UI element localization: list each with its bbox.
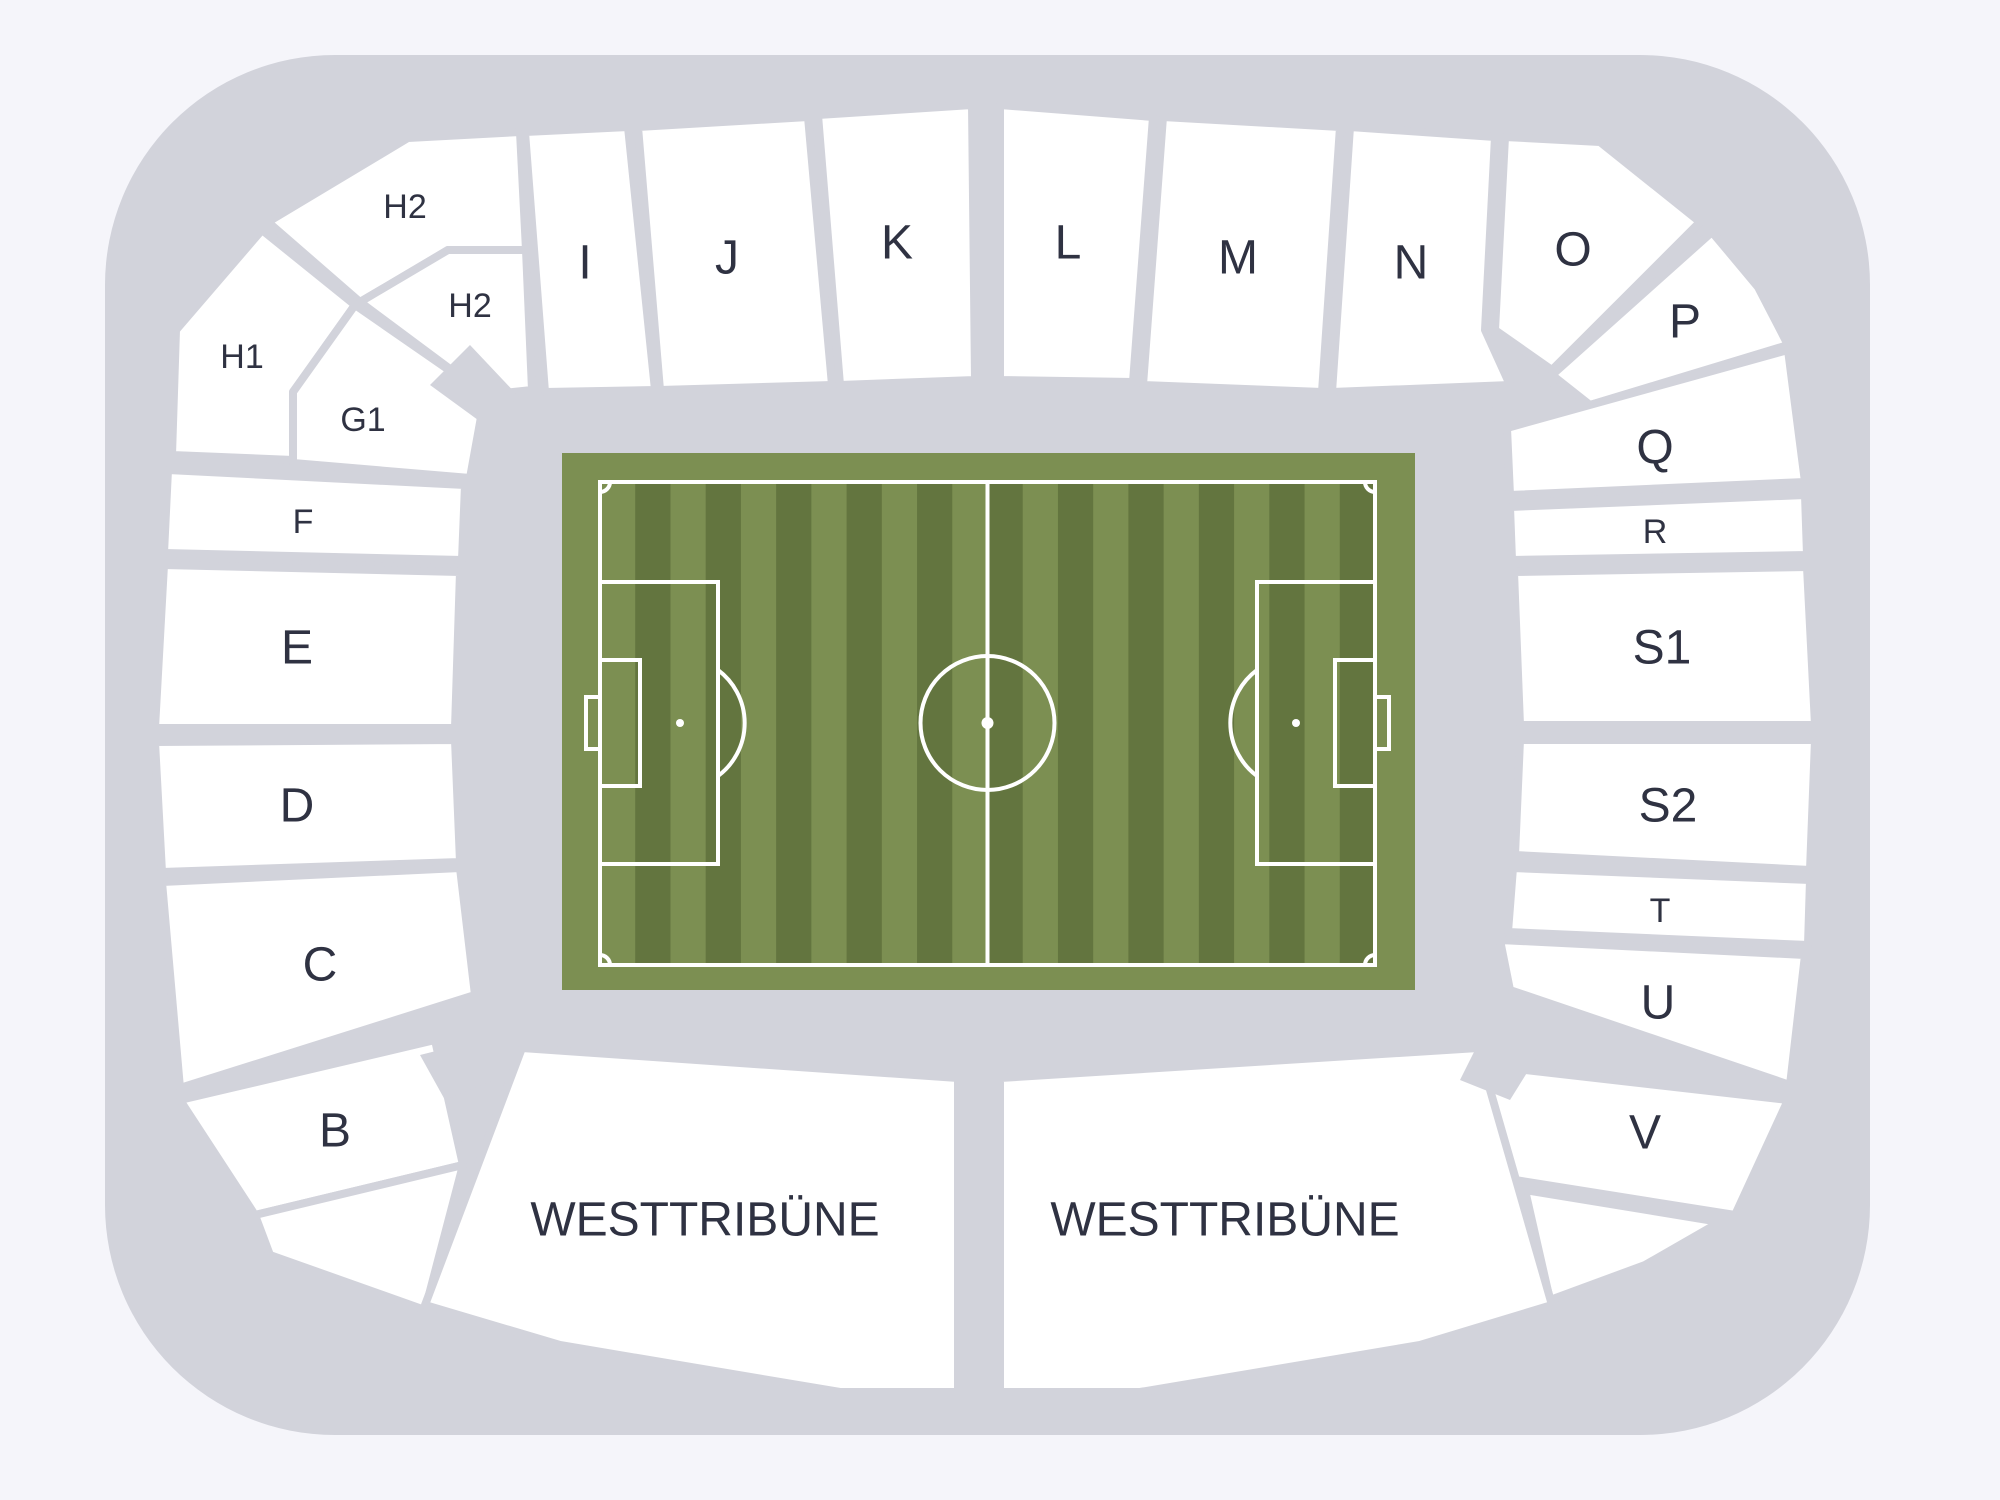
seat-section-s1[interactable]: S1: [1510, 563, 1819, 729]
section-shape[interactable]: [151, 561, 464, 732]
tunnel-opening: [958, 1070, 1000, 1100]
seat-section-e[interactable]: E: [151, 561, 464, 732]
corner-arc: [1363, 481, 1376, 494]
penalty-spot-right: [1292, 719, 1300, 727]
goal-left: [584, 695, 602, 751]
section-label: H2: [383, 188, 426, 226]
seat-section-c[interactable]: C: [158, 864, 479, 1092]
section-label: Q: [1636, 422, 1673, 475]
section-label: F: [293, 503, 314, 541]
section-shape[interactable]: [251, 1161, 467, 1314]
section-label: N: [1394, 237, 1429, 290]
section-label: J: [715, 232, 739, 285]
seat-section-l[interactable]: L: [996, 101, 1157, 386]
section-label: T: [1650, 892, 1671, 930]
seat-section-d[interactable]: D: [151, 736, 464, 876]
goal-right: [1373, 695, 1391, 751]
seat-section-t[interactable]: T: [1504, 864, 1814, 949]
section-shape[interactable]: [1503, 346, 1809, 499]
tunnel-opening: [430, 345, 520, 420]
seat-section-n[interactable]: N: [1328, 123, 1514, 396]
pitch-stripe: [1128, 482, 1164, 965]
section-shape[interactable]: [1511, 736, 1819, 874]
section-label: U: [1641, 977, 1676, 1030]
seat-section-o[interactable]: O: [1491, 133, 1704, 374]
section-shape[interactable]: [814, 101, 979, 389]
section-shape[interactable]: [1496, 936, 1809, 1089]
section-label: K: [881, 217, 913, 270]
center-spot: [981, 717, 994, 729]
section-shape[interactable]: [158, 864, 479, 1092]
pitch-stripe: [917, 482, 953, 965]
section-shape[interactable]: [1510, 563, 1819, 729]
section-label: C: [303, 939, 338, 992]
corner-arc: [1363, 953, 1376, 966]
penalty-arc-right: [1228, 668, 1259, 778]
section-label: G1: [340, 401, 385, 439]
seat-section-u[interactable]: U: [1496, 936, 1809, 1089]
pitch-stripe: [1339, 482, 1375, 965]
pitch-stripe: [846, 482, 882, 965]
section-shape[interactable]: [1506, 491, 1811, 564]
section-label: O: [1554, 224, 1591, 277]
section-shape[interactable]: [1139, 113, 1344, 396]
seat-section-r[interactable]: R: [1506, 491, 1811, 564]
seat-section-i[interactable]: I: [521, 123, 659, 396]
section-shape[interactable]: [1491, 133, 1704, 374]
seat-section-a[interactable]: [251, 1161, 467, 1314]
section-label: M: [1218, 232, 1258, 285]
section-label: B: [319, 1105, 351, 1158]
section-label: P: [1669, 296, 1701, 349]
seat-section-f[interactable]: F: [160, 466, 469, 564]
section-label: S1: [1633, 622, 1692, 675]
pitch-stripe: [705, 482, 741, 965]
seat-section-q[interactable]: Q: [1503, 346, 1809, 499]
section-label: H1: [220, 338, 263, 376]
section-shape[interactable]: [1328, 123, 1514, 396]
section-label: S2: [1639, 780, 1698, 833]
section-label: I: [578, 237, 591, 290]
pitch-stripe: [1198, 482, 1235, 965]
seat-section-k[interactable]: K: [814, 101, 979, 389]
section-shape[interactable]: [1504, 864, 1814, 949]
section-label: E: [281, 622, 313, 675]
football-pitch: [562, 453, 1415, 990]
seat-section-m[interactable]: M: [1139, 113, 1344, 396]
seat-section-s2[interactable]: S2: [1511, 736, 1819, 874]
seat-section-wt1[interactable]: WESTTRIBÜNE: [421, 1044, 962, 1396]
center-circle: [918, 654, 1057, 792]
section-label: D: [280, 780, 315, 833]
section-label: WESTTRIBÜNE: [530, 1194, 879, 1247]
penalty-spot-left: [676, 719, 684, 727]
tunnel-opening: [420, 1040, 495, 1100]
tunnel-opening: [1460, 1040, 1538, 1100]
corner-arc: [599, 481, 612, 494]
section-shape[interactable]: [996, 101, 1157, 386]
section-shape[interactable]: [521, 123, 659, 396]
section-label: H2: [448, 287, 491, 325]
pitch-stripe: [1057, 482, 1094, 965]
corner-arc: [599, 953, 612, 966]
section-label: V: [1629, 1107, 1661, 1160]
pitch-stripe: [776, 482, 812, 965]
section-label: WESTTRIBÜNE: [1050, 1194, 1399, 1247]
section-label: L: [1055, 217, 1082, 270]
tunnel-opening: [1478, 370, 1572, 425]
seat-section-j[interactable]: J: [634, 113, 836, 394]
penalty-arc-left: [716, 668, 747, 778]
section-shape[interactable]: [151, 736, 464, 876]
section-shape[interactable]: [160, 466, 469, 564]
section-shape[interactable]: [634, 113, 836, 394]
section-label: R: [1643, 513, 1668, 551]
